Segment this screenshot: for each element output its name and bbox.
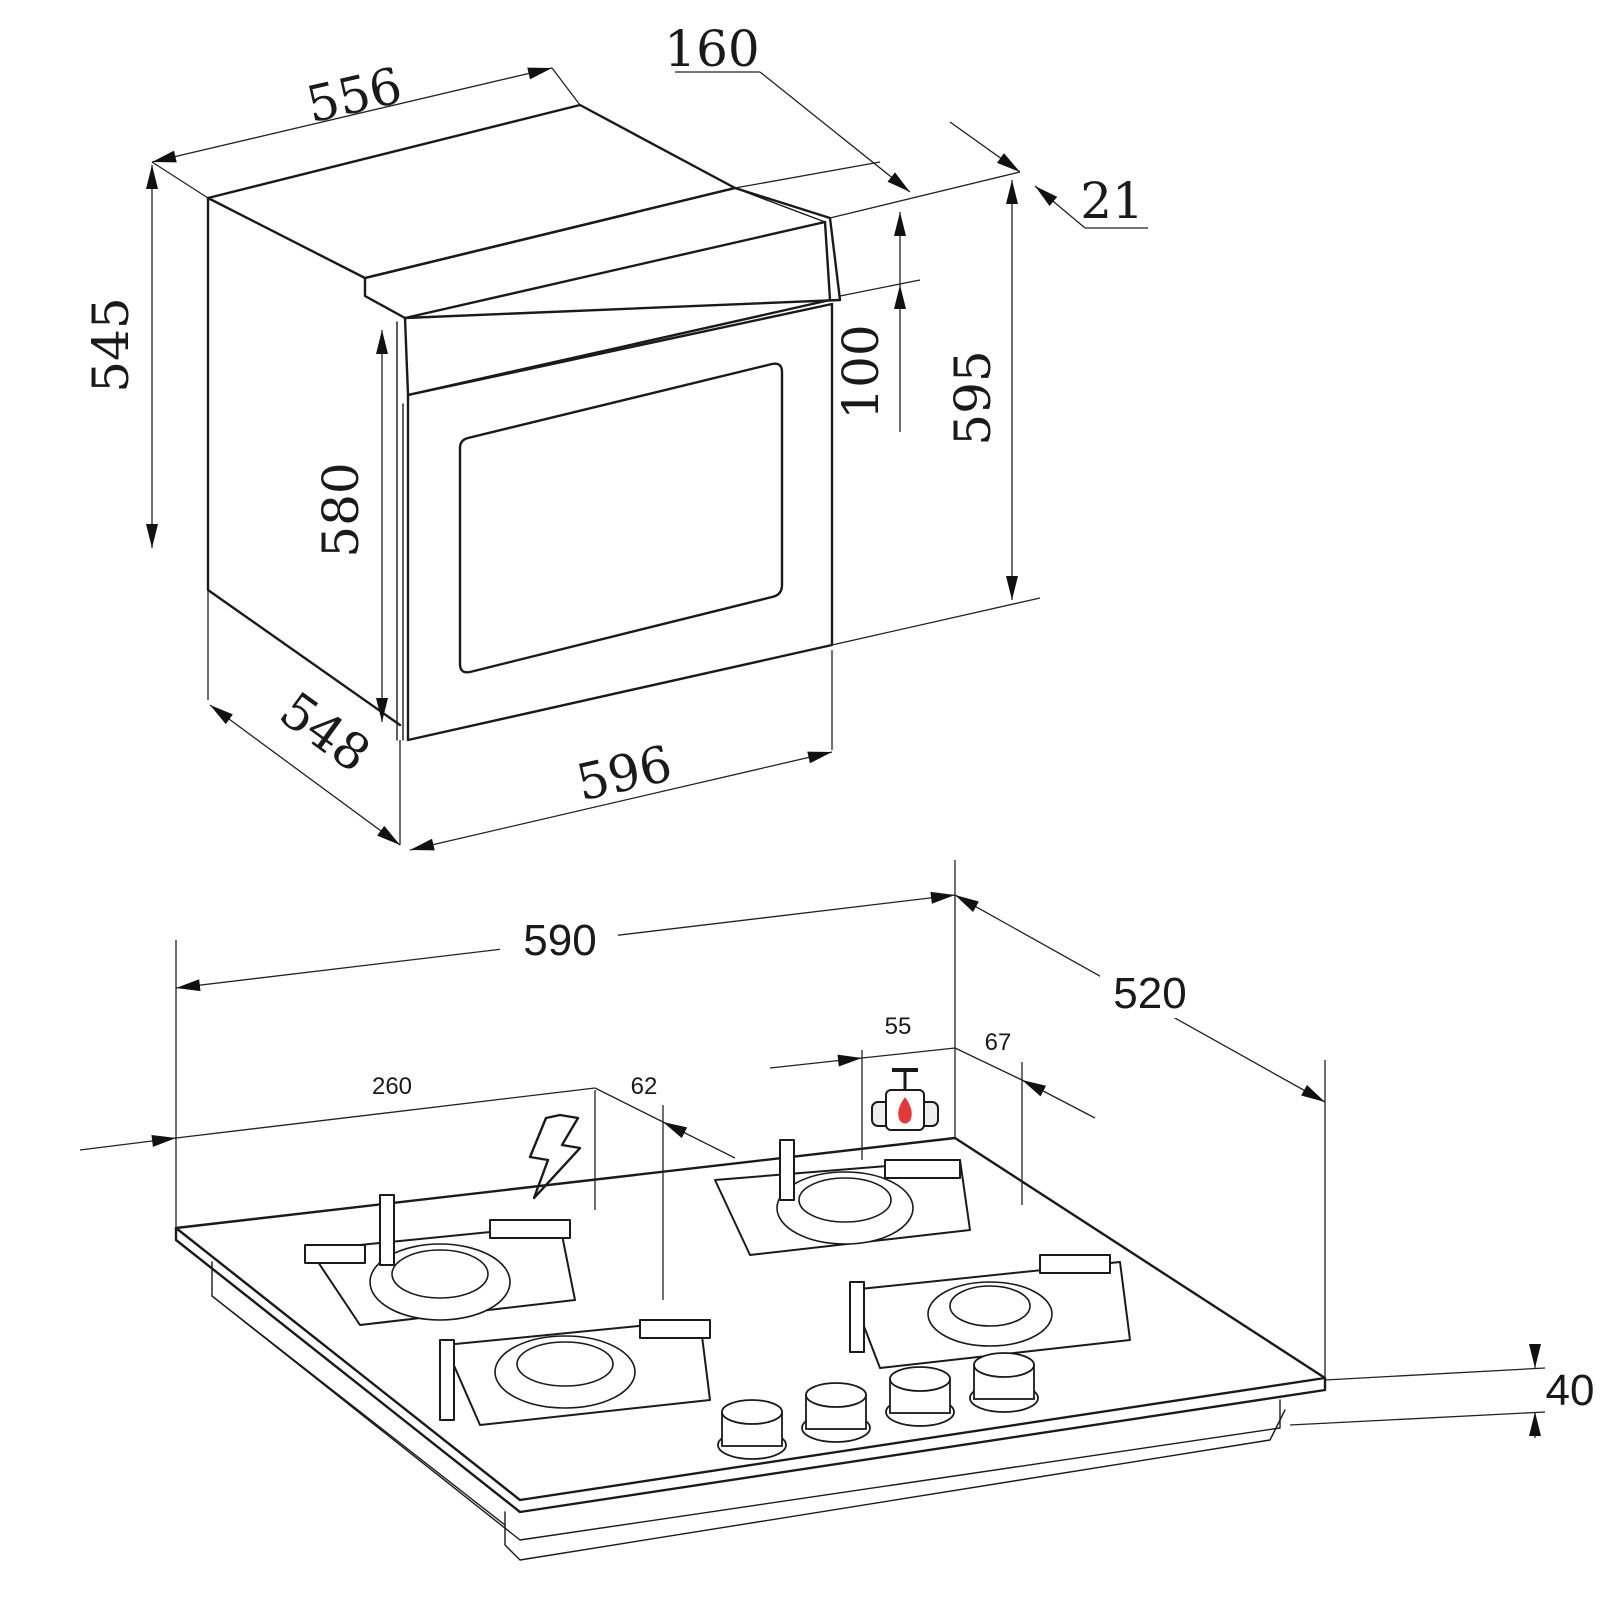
control-knobs [717,1352,1039,1460]
dim-door-height: 580 [312,462,370,557]
dim-oven-depth-top: 556 [301,56,407,134]
dim-door-depth: 160 [664,20,759,78]
lightning-icon [528,1113,582,1200]
control-panel-front [403,220,832,397]
hob-glass-edge [174,1226,1327,1514]
dim-side-depth: 548 [269,681,380,784]
control-panel-top [363,186,842,320]
knob-4 [969,1352,1039,1413]
dim-hob-height: 40 [1546,1366,1595,1415]
dim-gas-offset: 55 [885,1013,912,1040]
dim-gap: 62 [631,1073,658,1100]
burner-rear-right [714,1139,971,1256]
dim-left-offset: 260 [372,1073,412,1100]
dim-front-width: 596 [571,734,677,812]
dim-hob-width: 590 [523,916,596,965]
knob-3 [885,1366,955,1427]
dim-right-offset: 67 [985,1029,1012,1056]
dim-front-height: 595 [944,350,1002,445]
dim-body-height: 545 [82,297,140,392]
gas-valve-icon [871,1068,939,1131]
oven-door [406,302,834,742]
oven-window [458,362,784,674]
hob-drawing: 590 520 260 62 55 67 40 [79,860,1595,1561]
burner-front-right [849,1254,1131,1369]
oven-drawing: 556 160 21 545 100 595 580 548 [82,20,1148,851]
knob-1 [717,1399,787,1460]
dim-hob-depth: 520 [1113,969,1186,1018]
knob-2 [801,1382,871,1443]
burner-front-left [439,1319,711,1426]
burner-rear-left [304,1194,576,1326]
dim-panel-thickness: 21 [1080,172,1144,230]
dim-control-panel-height: 100 [832,324,890,419]
